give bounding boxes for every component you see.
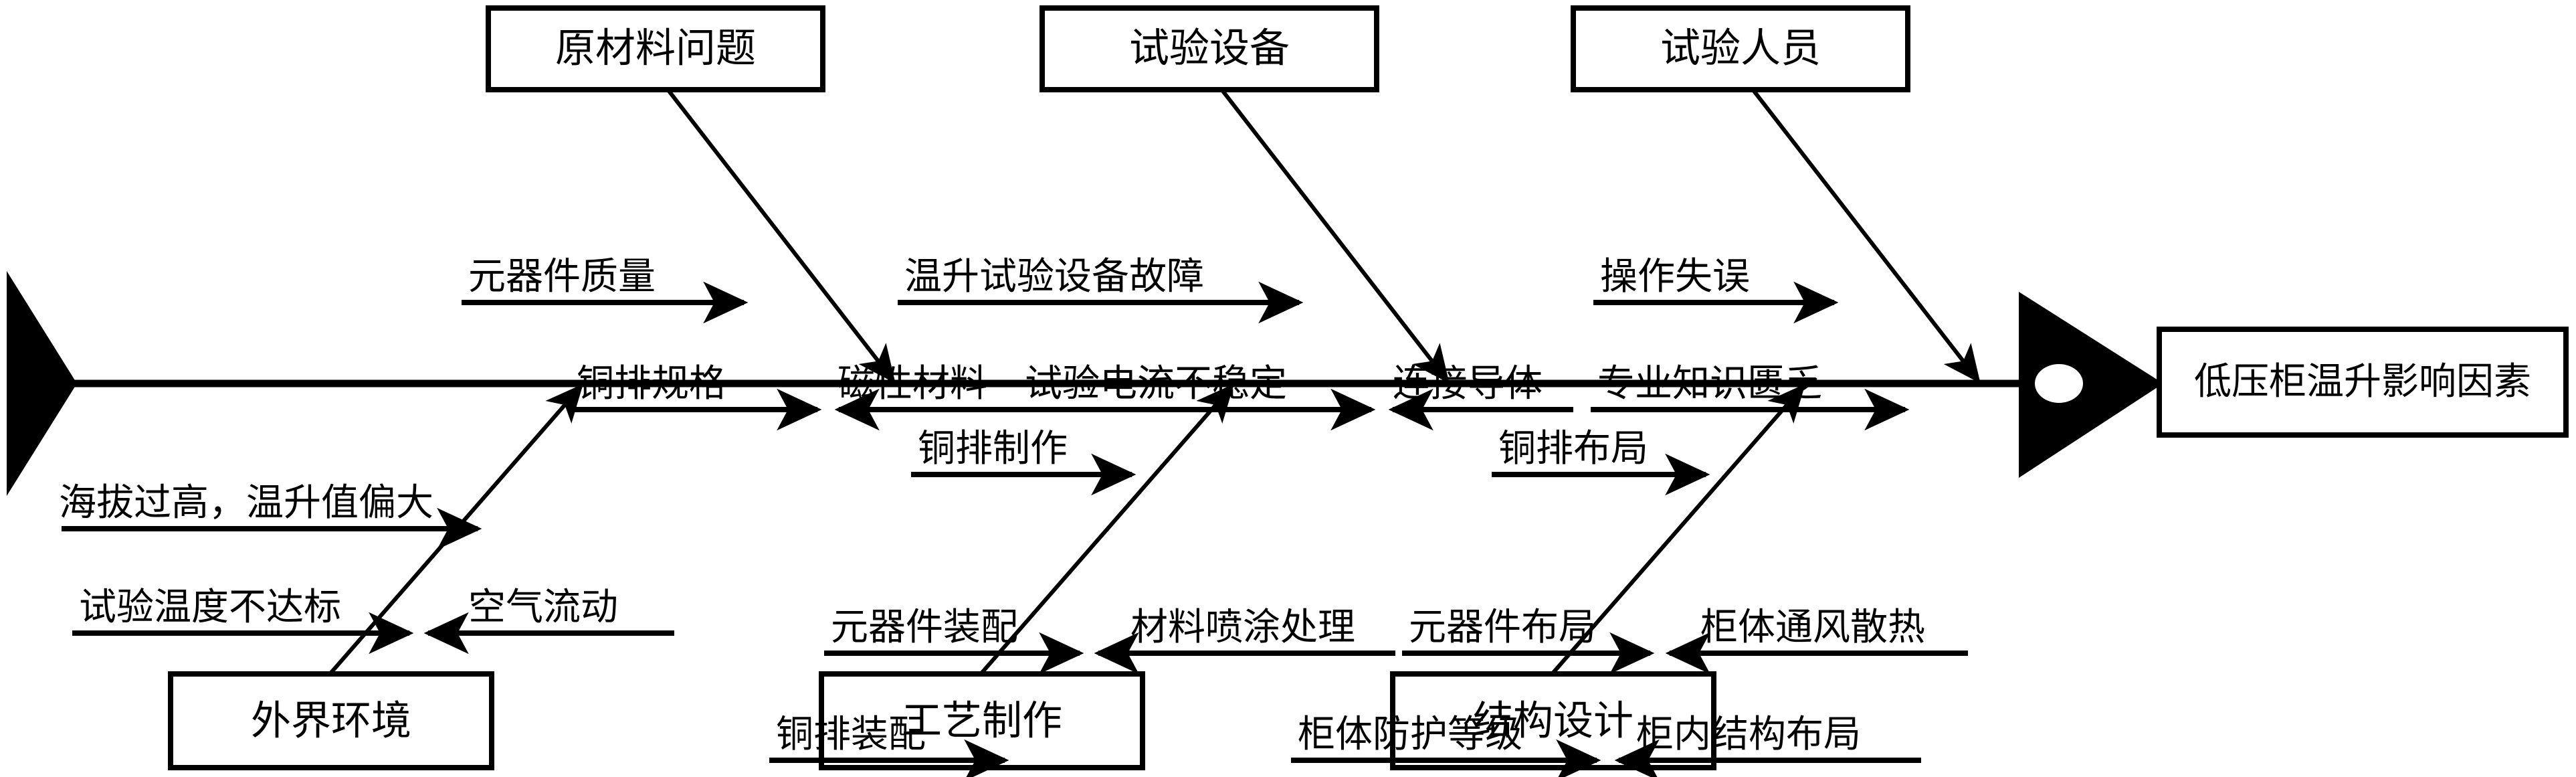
cause-label-magnetic-material: 磁性材料 [837,362,987,406]
cause-operation-error[interactable]: 操作失误 [1593,255,1839,324]
cause-connecting-conductor[interactable]: 连接导体 [1388,362,1573,431]
cause-copper-bar-layout[interactable]: 铜排布局 [1492,427,1710,496]
cause-label-copper-bar-fabrication: 铜排制作 [918,427,1068,470]
cause-label-operation-error: 操作失误 [1600,255,1750,298]
category-label-external-environment: 外界环境 [251,698,411,745]
cause-cabinet-protection-level[interactable]: 柜体防护等级 [1291,713,1601,777]
category-label-test-equipment: 试验设备 [1129,25,1290,72]
cause-material-spray-coating[interactable]: 材料喷涂处理 [1094,606,1395,675]
cause-label-cabinet-protection-level: 柜体防护等级 [1298,713,1522,756]
cause-lack-of-expertise[interactable]: 专业知识匮乏 [1591,362,1910,431]
category-label-structural-design: 结构设计 [1473,698,1633,745]
cause-label-internal-structure-layout: 柜内结构布局 [1636,713,1861,756]
cause-label-component-assembly: 元器件装配 [831,606,1018,649]
category-label-process-manufacturing: 工艺制作 [902,698,1062,745]
cause-temp-rise-equipment-failure[interactable]: 温升试验设备故障 [898,255,1304,324]
cause-label-lack-of-expertise: 专业知识匮乏 [1597,362,1822,406]
cause-label-component-layout: 元器件布局 [1409,606,1596,649]
bone-raw-material [667,90,896,383]
bone-process-manufacturing [980,383,1234,674]
category-label-raw-material: 原材料问题 [555,25,756,72]
category-box-test-equipment[interactable]: 试验设备 [1039,5,1379,92]
cause-label-connecting-conductor: 连接导体 [1393,362,1543,406]
category-box-external-environment[interactable]: 外界环境 [168,671,494,770]
cause-high-altitude[interactable]: 海拔过高，温升值偏大 [59,481,482,550]
cause-label-copper-bar-spec: 铜排规格 [577,362,726,406]
cause-cabinet-ventilation[interactable]: 柜体通风散热 [1665,606,1968,675]
effect-label: 低压柜温升影响因素 [2194,360,2531,404]
cause-label-copper-bar-assembly: 铜排装配 [776,713,926,756]
cause-label-material-spray-coating: 材料喷涂处理 [1130,606,1355,649]
cause-copper-bar-spec[interactable]: 铜排规格 [570,362,822,431]
cause-component-quality[interactable]: 元器件质量 [462,255,749,324]
cause-label-high-altitude: 海拔过高，温升值偏大 [59,481,433,525]
fish-head [2019,292,2163,478]
cause-label-air-flow: 空气流动 [468,586,618,629]
bone-structural-design [1551,383,1805,674]
cause-component-layout[interactable]: 元器件布局 [1402,606,1655,675]
cause-magnetic-material[interactable]: 磁性材料 [834,362,1019,431]
cause-label-test-temp-substandard: 试验温度不达标 [79,586,341,629]
bone-test-equipment [1221,90,1450,383]
cause-copper-bar-assembly[interactable]: 铜排装配 [769,713,1009,777]
bone-test-personnel [1752,90,1981,383]
fish-eye-icon [2035,364,2083,403]
cause-test-temp-substandard[interactable]: 试验温度不达标 [72,586,414,655]
cause-label-cabinet-ventilation: 柜体通风散热 [1700,606,1925,649]
cause-copper-bar-fabrication[interactable]: 铜排制作 [911,427,1136,496]
cause-internal-structure-layout[interactable]: 柜内结构布局 [1614,713,1921,777]
category-box-test-personnel[interactable]: 试验人员 [1571,5,1910,92]
cause-unstable-test-current[interactable]: 试验电流不稳定 [1018,362,1376,431]
cause-label-component-quality: 元器件质量 [468,255,656,298]
cause-air-flow[interactable]: 空气流动 [423,586,674,655]
cause-label-copper-bar-layout: 铜排布局 [1498,427,1648,470]
effect-box[interactable]: 低压柜温升影响因素 [2157,327,2569,438]
cause-label-temp-rise-equipment-failure: 温升试验设备故障 [904,255,1204,298]
category-box-structural-design[interactable]: 结构设计 [1390,671,1716,770]
cause-component-assembly[interactable]: 元器件装配 [824,606,1084,675]
category-label-test-personnel: 试验人员 [1660,25,1821,72]
fish-tail [7,271,77,496]
category-box-raw-material[interactable]: 原材料问题 [486,5,825,92]
cause-label-unstable-test-current: 试验电流不稳定 [1025,362,1287,406]
